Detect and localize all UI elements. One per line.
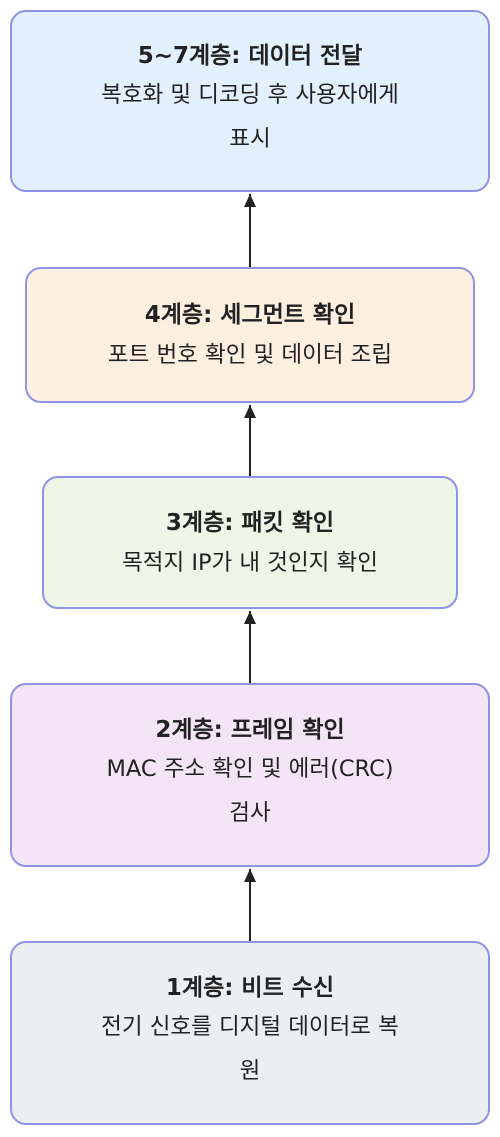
layer-1-node: 1계층: 비트 수신 전기 신호를 디지털 데이터로 복 원 bbox=[10, 941, 490, 1125]
arrowhead-icon bbox=[244, 869, 256, 882]
layer-3-node: 3계층: 패킷 확인 목적지 IP가 내 것인지 확인 bbox=[42, 476, 458, 609]
layer-5-7-desc-line-2: 표시 bbox=[229, 126, 271, 152]
layer-3-title: 3계층: 패킷 확인 bbox=[165, 509, 335, 536]
layer-5-7-desc-line-1: 복호화 및 디코딩 후 사용자에게 bbox=[101, 82, 399, 108]
layer-2-node: 2계층: 프레임 확인 MAC 주소 확인 및 에러(CRC) 검사 bbox=[10, 683, 490, 867]
arrowhead-icon bbox=[244, 405, 256, 418]
layer-3-desc: 목적지 IP가 내 것인지 확인 bbox=[122, 549, 378, 576]
arrowhead-icon bbox=[244, 611, 256, 624]
arrowhead-icon bbox=[244, 194, 256, 207]
layer-2-title: 2계층: 프레임 확인 bbox=[155, 717, 345, 743]
layer-4-title: 4계층: 세그먼트 확인 bbox=[144, 302, 356, 328]
edge-layer3-to-layer4 bbox=[244, 405, 256, 476]
layer-5-7-title: 5~7계층: 데이터 전달 bbox=[137, 43, 363, 69]
layer-4-node: 4계층: 세그먼트 확인 포트 번호 확인 및 데이터 조립 bbox=[25, 267, 475, 403]
layer-1-title: 1계층: 비트 수신 bbox=[165, 975, 335, 1001]
layer-2-desc-line-1: MAC 주소 확인 및 에러(CRC) bbox=[106, 756, 394, 782]
layer-5-7-node: 5~7계층: 데이터 전달 복호화 및 디코딩 후 사용자에게 표시 bbox=[10, 10, 490, 192]
layer-4-desc: 포트 번호 확인 및 데이터 조립 bbox=[107, 342, 393, 368]
edge-layer2-to-layer3 bbox=[244, 611, 256, 683]
layer-1-desc-line-1: 전기 신호를 디지털 데이터로 복 bbox=[101, 1014, 399, 1040]
layer-1-desc-line-2: 원 bbox=[239, 1058, 261, 1084]
edge-layer4-to-layer57 bbox=[244, 194, 256, 267]
edge-layer1-to-layer2 bbox=[244, 869, 256, 941]
layer-2-desc-line-2: 검사 bbox=[229, 800, 271, 826]
